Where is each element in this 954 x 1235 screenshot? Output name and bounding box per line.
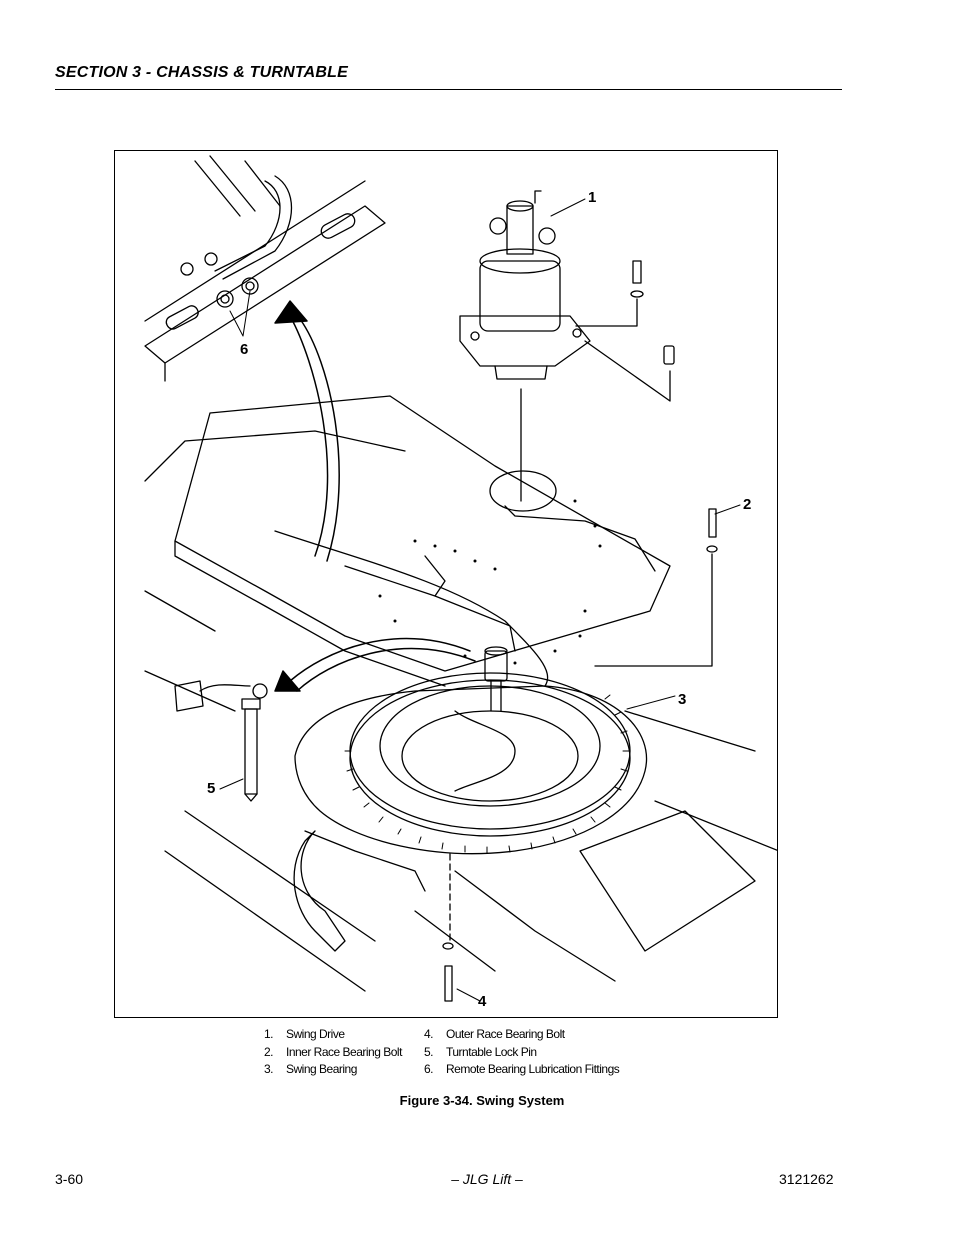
callout-5: 5 xyxy=(207,780,215,797)
legend-right-column: 4. Outer Race Bearing Bolt 5. Turntable Lo… xyxy=(424,1026,620,1079)
callout-2: 2 xyxy=(743,496,751,513)
callout-leaders xyxy=(219,198,741,1002)
callout-6: 6 xyxy=(240,341,248,358)
removal-arrows xyxy=(274,300,476,692)
page-number: 3-60 xyxy=(55,1171,84,1187)
bearing-gear-teeth xyxy=(344,694,630,854)
callout-3: 3 xyxy=(678,691,686,708)
header-rule xyxy=(55,89,842,90)
legend-number: 1. xyxy=(264,1027,274,1041)
drive-bolts xyxy=(520,260,675,502)
legend-label: Remote Bearing Lubrication Fittings xyxy=(446,1062,620,1076)
chassis-frame-lower xyxy=(164,710,777,992)
callout-1: 1 xyxy=(588,189,596,206)
legend-item: 1. Swing Drive xyxy=(264,1026,402,1044)
legend-label: Turntable Lock Pin xyxy=(446,1044,537,1059)
legend-label: Outer Race Bearing Bolt xyxy=(446,1027,565,1041)
legend-number: 3. xyxy=(264,1062,274,1076)
footer-publisher: – JLG Lift – xyxy=(451,1171,523,1187)
legend-item: 5. Turntable Lock Pin xyxy=(424,1044,619,1062)
legend-item: 4. Outer Race Bearing Bolt xyxy=(424,1026,619,1044)
exploded-view-drawing: 1 2 3 4 5 6 xyxy=(144,155,777,1010)
legend-item: 3. Swing Bearing xyxy=(264,1061,402,1079)
swing-system-figure: 1 2 3 4 5 6 xyxy=(114,150,778,1018)
legend-label: Inner Race Bearing Bolt xyxy=(286,1044,402,1059)
inner-race-bearing-bolt xyxy=(594,508,718,667)
figure-caption: Figure 3-34. Swing System xyxy=(399,1093,565,1108)
turntable-lock-pin xyxy=(174,680,268,802)
section-title: SECTION 3 - CHASSIS & TURNTABLE xyxy=(55,64,349,81)
document-number: 3121262 xyxy=(779,1171,834,1187)
legend-number: 2. xyxy=(264,1044,274,1059)
turntable-bolt-holes xyxy=(378,499,602,665)
legend-item: 2. Inner Race Bearing Bolt xyxy=(264,1044,402,1062)
legend-label: Swing Drive xyxy=(286,1027,345,1041)
legend-number: 6. xyxy=(424,1062,434,1076)
legend-number: 5. xyxy=(424,1044,434,1059)
swing-drive xyxy=(459,190,591,380)
callout-4: 4 xyxy=(478,993,487,1010)
outer-race-bearing-bolt xyxy=(442,942,454,1002)
legend-label: Swing Bearing xyxy=(286,1062,357,1076)
legend-number: 4. xyxy=(424,1027,434,1041)
lubrication-fittings xyxy=(180,252,259,308)
legend-left-column: 1.Swing Drive 2.Inner Race Bearing Bolt … xyxy=(264,1026,402,1079)
swing-bearing xyxy=(294,646,648,855)
chassis-frame-upper xyxy=(144,155,386,382)
turntable xyxy=(144,395,671,712)
legend-item: 6. Remote Bearing Lubrication Fittings xyxy=(424,1061,620,1079)
